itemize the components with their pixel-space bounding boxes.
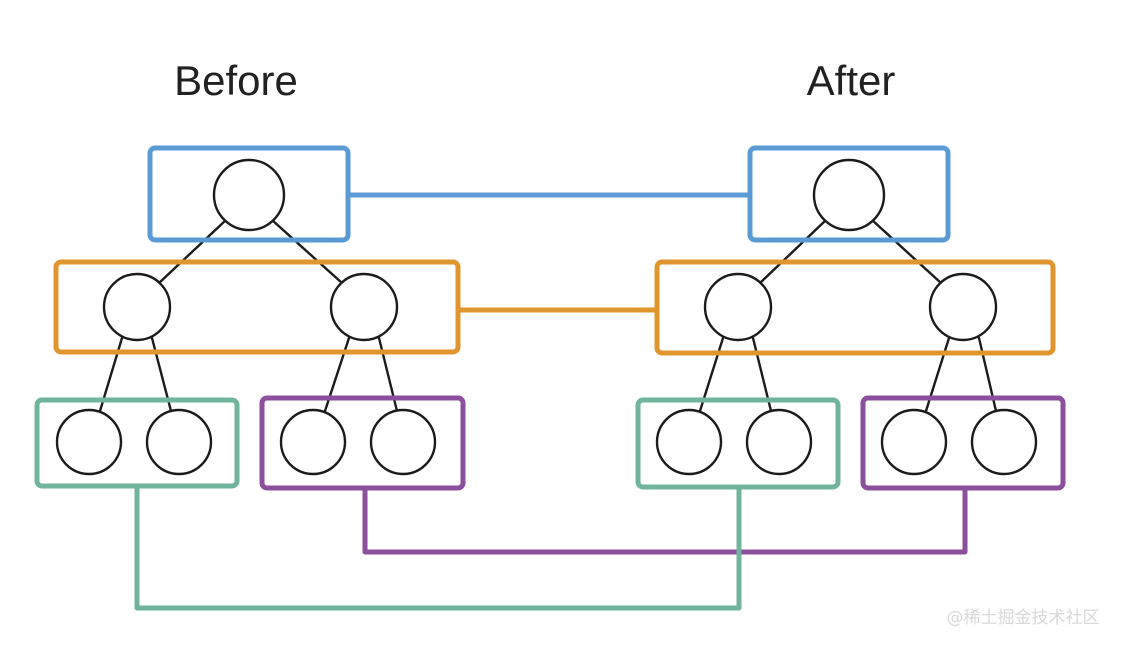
before-green-leaf-box: [34, 397, 240, 489]
edge-root-to-internal-left-after: [758, 218, 828, 285]
title-before: Before: [174, 57, 298, 104]
after-root-box: [747, 145, 951, 243]
after-internal-node-left: [703, 272, 773, 342]
after-root-node: [812, 158, 886, 232]
edge-root-to-internal-right-after: [870, 218, 943, 285]
after-leaf-node-1: [655, 408, 723, 476]
purple-link: [362, 488, 968, 555]
before-nodes: [55, 158, 437, 476]
after-leaf-node-2: [745, 408, 813, 476]
before-root-box: [147, 145, 351, 243]
after-internal-node-right: [928, 272, 998, 342]
after-leaf-node-3: [880, 408, 948, 476]
cross-links-group: [134, 192, 968, 611]
after-group-boxes: [635, 145, 1066, 491]
before-purple-leaf-box: [259, 395, 466, 491]
edge-root-to-internal-right: [270, 218, 344, 285]
before-internal-node-right: [329, 272, 399, 342]
before-leaf-node-3: [279, 408, 347, 476]
after-leaf-node-4: [970, 408, 1038, 476]
before-leaf-node-1: [55, 408, 123, 476]
before-internal-node-left: [102, 272, 172, 342]
green-link: [134, 486, 742, 611]
before-leaf-node-2: [145, 408, 213, 476]
before-leaf-node-4: [369, 408, 437, 476]
after-purple-leaf-box: [860, 395, 1066, 491]
after-internal-box: [654, 259, 1056, 356]
after-green-leaf-box: [635, 397, 841, 490]
edge-root-to-internal-left: [157, 218, 228, 285]
after-nodes: [655, 158, 1038, 476]
title-after: After: [807, 57, 896, 104]
before-internal-box: [53, 259, 461, 355]
before-group-boxes: [34, 145, 466, 491]
before-root-node: [212, 158, 286, 232]
watermark-label: @稀土掘金技术社区: [947, 608, 1100, 628]
